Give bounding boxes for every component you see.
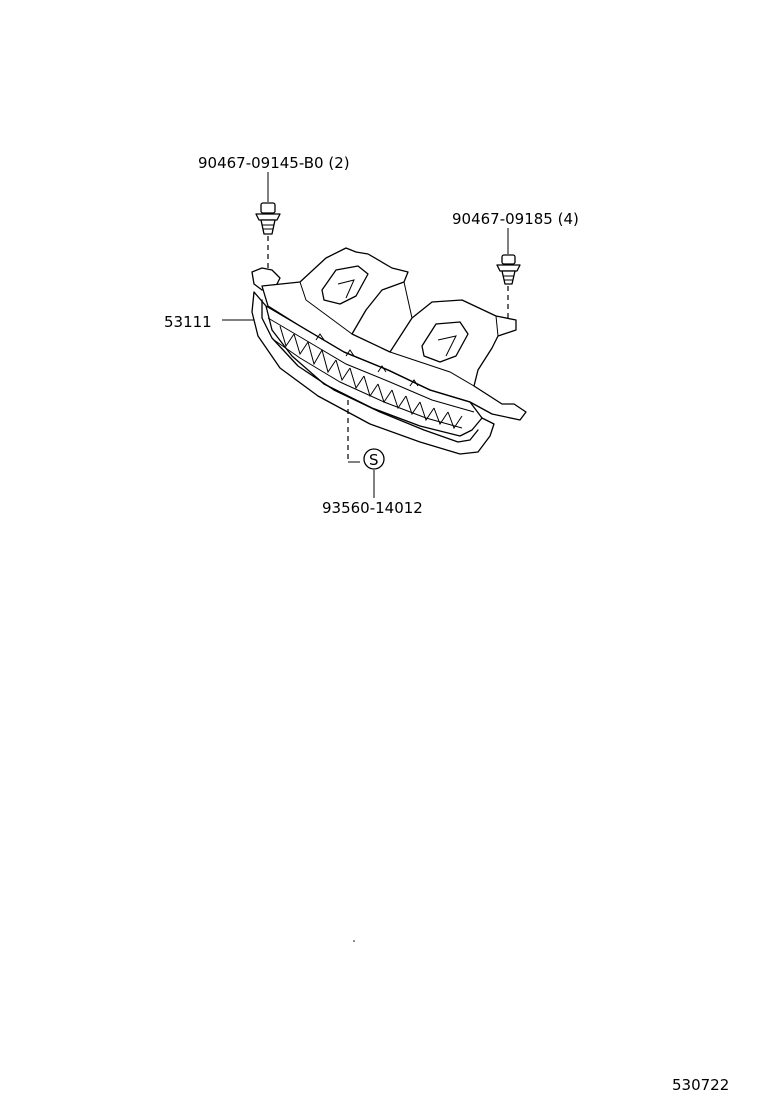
screw-icon: S <box>347 400 385 470</box>
part-number-clip-right: 90467-09185 (4) <box>452 210 579 228</box>
stray-dot <box>353 940 355 942</box>
diagram-id: 530722 <box>672 1076 729 1094</box>
clip-right-icon <box>496 254 521 318</box>
screw-symbol: S <box>369 451 379 469</box>
clip-upper-icon <box>255 202 281 276</box>
radiator-grille <box>251 247 527 455</box>
part-number-screw: 93560-14012 <box>322 499 423 517</box>
part-number-clip-upper: 90467-09145-B0 (2) <box>198 154 350 172</box>
part-number-grille: 53111 <box>164 313 212 331</box>
